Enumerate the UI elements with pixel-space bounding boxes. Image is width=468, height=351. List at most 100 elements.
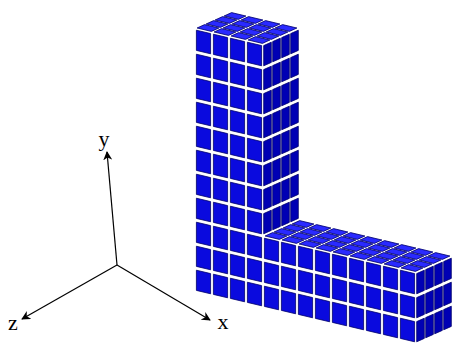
voxel-face (291, 198, 299, 222)
voxel-face (291, 78, 299, 102)
voxel-face (230, 182, 244, 206)
voxel-face (291, 150, 299, 174)
voxel-face (291, 54, 299, 78)
voxel-face (384, 261, 406, 268)
voxel-face (213, 106, 227, 130)
axis-label: y (99, 128, 110, 150)
voxel-face (417, 318, 425, 342)
voxel-face (247, 210, 261, 234)
voxel-face (333, 249, 355, 256)
voxel-face (247, 282, 261, 306)
voxel-face (230, 278, 244, 302)
voxel-face (273, 182, 281, 206)
voxel-face (281, 290, 295, 314)
voxel-face (213, 274, 227, 298)
voxel-face (230, 230, 244, 254)
voxel-face (196, 246, 210, 270)
voxel-face (247, 42, 261, 66)
voxel-face (196, 174, 210, 198)
voxel-face (247, 90, 261, 114)
voxel-face (281, 266, 295, 290)
x-axis (117, 265, 210, 320)
voxel-face (282, 106, 290, 130)
voxel-face (213, 250, 227, 274)
voxel-face (417, 270, 425, 294)
voxel-face (315, 298, 329, 322)
voxel-face (349, 306, 363, 330)
voxel-face (264, 210, 272, 234)
voxel-face (273, 158, 281, 182)
voxel-face (281, 242, 295, 266)
voxel-face (282, 237, 304, 244)
voxel-face (265, 233, 287, 240)
voxel-face (264, 286, 278, 310)
voxel-face (247, 162, 261, 186)
voxel-face (383, 266, 397, 290)
voxel-face (214, 29, 236, 36)
voxel-face (196, 222, 210, 246)
voxel-face (213, 130, 227, 154)
voxel-face (264, 138, 272, 162)
voxel-face (332, 302, 346, 326)
voxel-face (417, 294, 425, 318)
y-axis (107, 152, 117, 265)
voxel-face (247, 66, 261, 90)
voxel-face (230, 38, 244, 62)
voxel-face (282, 202, 290, 226)
voxel-face (383, 290, 397, 314)
voxel-face (264, 90, 272, 114)
voxel-face (366, 310, 380, 334)
voxel-face (282, 154, 290, 178)
voxel-face (264, 186, 272, 210)
voxel-face (366, 286, 380, 310)
voxel-face (291, 174, 299, 198)
voxel-face (230, 110, 244, 134)
voxel-face (444, 306, 452, 330)
voxel-face (298, 246, 312, 270)
voxel-face (282, 178, 290, 202)
voxel-face (196, 150, 210, 174)
voxel-face (248, 37, 270, 44)
voxel-face (230, 158, 244, 182)
voxel-face (213, 82, 227, 106)
voxel-face (231, 33, 253, 40)
voxel-face (435, 262, 443, 286)
voxel-face (196, 198, 210, 222)
voxel-face (264, 162, 272, 186)
voxel-face (273, 134, 281, 158)
voxel-face (230, 134, 244, 158)
voxel-face (273, 110, 281, 134)
voxel-face (349, 258, 363, 282)
voxel-face (426, 314, 434, 338)
voxel-face (213, 58, 227, 82)
voxel-face (282, 58, 290, 82)
voxel-face (264, 42, 272, 66)
voxel-face (332, 254, 346, 278)
voxel-face (299, 241, 321, 248)
voxel-face (273, 86, 281, 110)
voxel-face (197, 25, 219, 32)
voxel-face (264, 66, 272, 90)
voxel-face (349, 282, 363, 306)
voxel-face (196, 30, 210, 54)
voxel-face (230, 62, 244, 86)
voxel-face (332, 278, 346, 302)
voxel-face (400, 270, 414, 294)
voxel-face (196, 54, 210, 78)
voxel-face (400, 318, 414, 342)
voxel-face (291, 126, 299, 150)
voxel-face (273, 62, 281, 86)
voxel-face (298, 294, 312, 318)
axis-label: z (8, 312, 18, 334)
voxel-face (366, 262, 380, 286)
voxel-face (444, 282, 452, 306)
axis-label: x (218, 311, 229, 333)
voxel-face (282, 34, 290, 58)
z-axis (22, 265, 117, 319)
voxel-face (298, 270, 312, 294)
voxel-face (196, 270, 210, 294)
axis-triad (22, 152, 210, 320)
voxel-shape (196, 13, 451, 342)
voxel-face (444, 258, 452, 282)
